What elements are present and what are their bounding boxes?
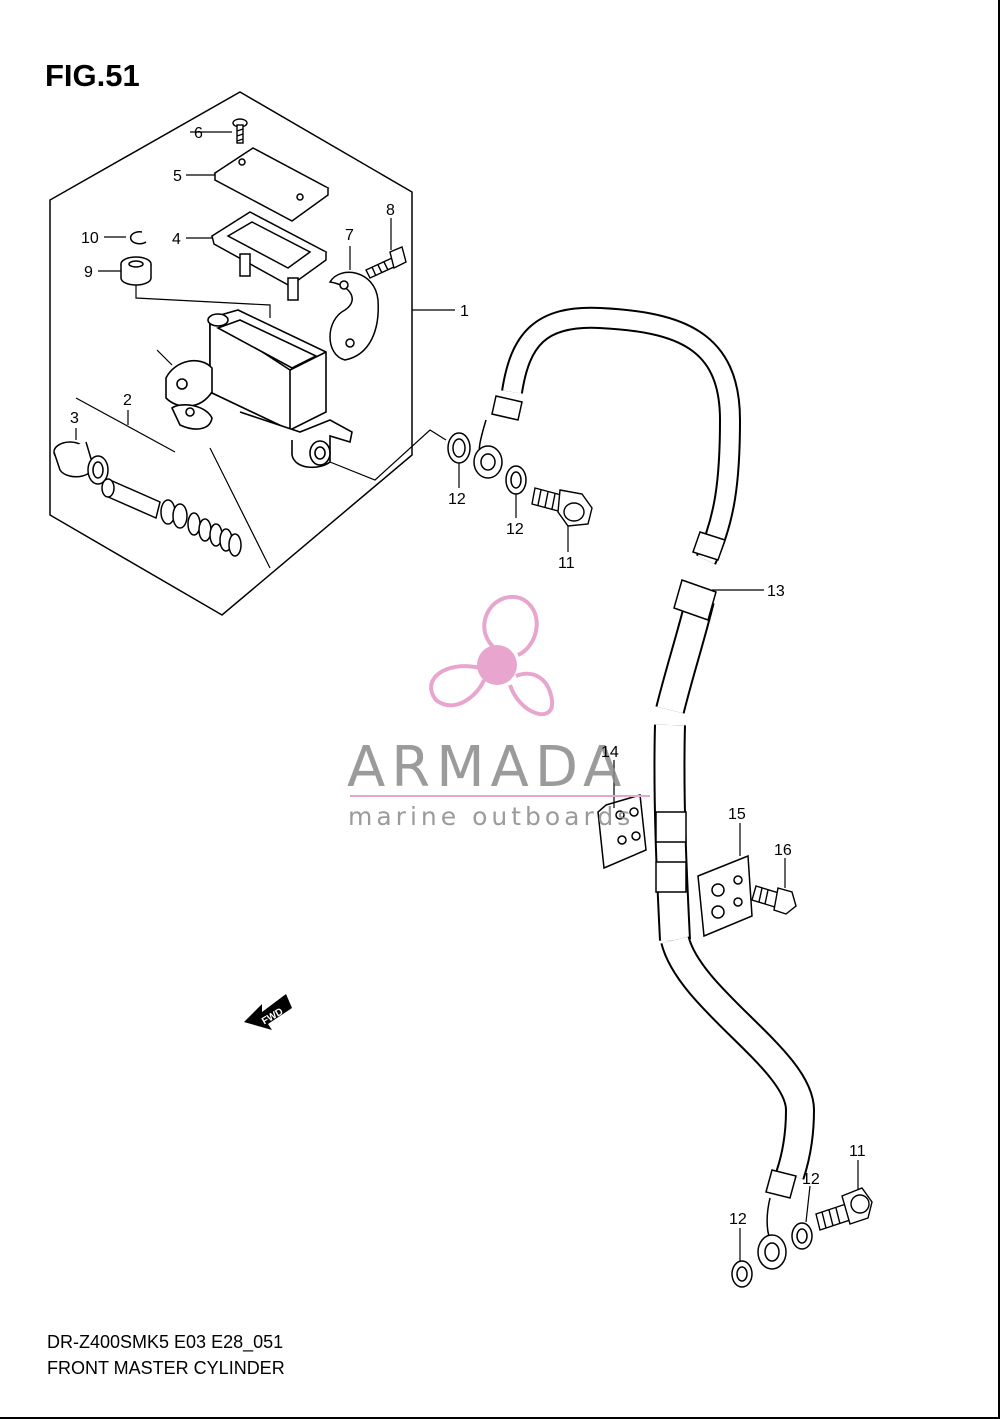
hose-fittings [473,395,797,1270]
callout-4: 4 [172,231,181,248]
callout-5: 5 [173,168,182,185]
watermark-brand: ARMADA [347,735,627,800]
propeller-icon [429,594,555,717]
part-15-hose-clamp [697,854,753,938]
callout-12-top-a: 12 [448,491,466,508]
callout-12-bottom-b: 12 [802,1171,820,1188]
callout-13: 13 [767,583,785,600]
assembly-outline [49,91,413,616]
watermark-logo: ARMADA marine outboards [347,594,650,831]
leader-lines [75,131,455,569]
model-code: DR-Z400SMK5 E03 E28_051 [47,1332,284,1352]
part-12-washer-bottom-b [791,1222,813,1250]
callout-9: 9 [84,264,93,281]
part-9-boot [120,256,152,286]
callout-7: 7 [345,227,354,244]
part-1-master-cylinder [165,309,353,469]
part-12-washer-top-b [505,465,527,495]
callout-labels: 1 2 3 4 5 6 7 8 9 10 11 11 12 12 12 12 1… [70,125,866,1228]
part-3-piston-cup [53,441,109,485]
callout-10: 10 [81,230,99,247]
fwd-arrow-icon: FWD [244,994,292,1030]
part-12-washer-bottom-a [731,1260,753,1288]
watermark-tagline: marine outboards [348,802,634,831]
part-2-piston-assembly [101,478,242,557]
part-7-clamp [328,271,379,361]
part-16-bolt [751,885,797,915]
callout-12-top-b: 12 [506,521,524,538]
callout-2: 2 [123,392,132,409]
part-11-banjo-bolt-top [531,487,593,527]
callout-14: 14 [601,744,619,761]
part-8-bolt [365,246,407,279]
callout-3: 3 [70,410,79,427]
figure-title: FIG.51 [45,58,140,93]
callout-6: 6 [194,125,203,142]
fwd-label: FWD [260,1006,285,1027]
diagram-name: FRONT MASTER CYLINDER [47,1358,285,1378]
part-6-screw [232,118,248,144]
part-12-washer-top-a [447,432,471,464]
callout-8: 8 [386,202,395,219]
callout-1: 1 [460,303,469,320]
leader-lines-outer [458,463,859,1262]
part-5-cap [213,147,330,222]
callout-12-bottom-a: 12 [729,1211,747,1228]
callout-15: 15 [728,806,746,823]
callout-11-top: 11 [558,555,575,572]
callout-16: 16 [774,842,792,859]
part-4-diaphragm [210,211,328,301]
part-10-circlip [129,231,147,245]
part-11-banjo-bolt-bottom [815,1187,873,1231]
callout-11-bottom: 11 [849,1143,866,1160]
